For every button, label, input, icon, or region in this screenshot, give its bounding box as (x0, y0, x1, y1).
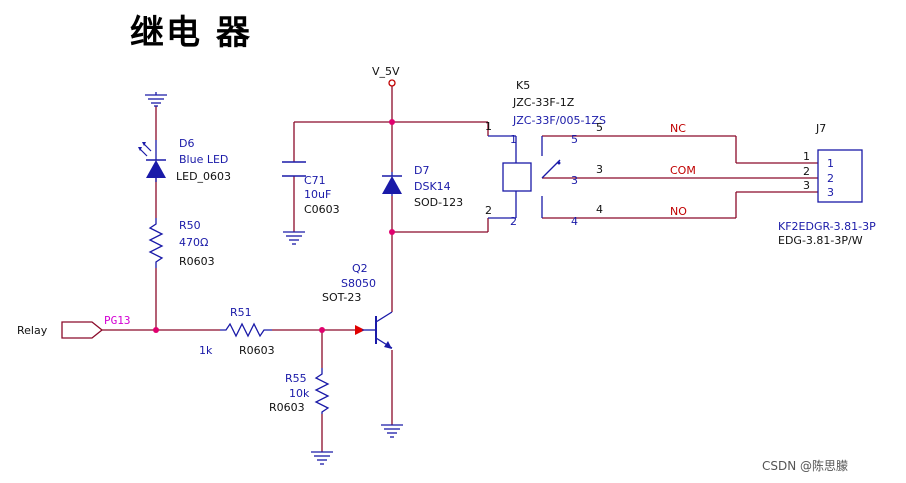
j7-pin: 3 (803, 179, 810, 192)
k5-pin: 5 (571, 133, 578, 146)
q2-ref: Q2 (352, 262, 368, 275)
input-name-label: Relay (17, 324, 48, 337)
resistor-icon (148, 218, 164, 268)
q2-value: S8050 (341, 277, 376, 290)
watermark: CSDN @陈思朦 (762, 458, 848, 473)
r50-ref: R50 (179, 219, 201, 232)
relay-body (488, 135, 561, 219)
resistor-icon (220, 322, 272, 338)
r55-package: R0603 (269, 401, 305, 414)
com-net-label: COM (670, 164, 696, 177)
led-symbol-icon (138, 140, 166, 182)
emitter-arrow-icon (384, 341, 392, 349)
r55-value: 10k (289, 387, 310, 400)
wires (102, 86, 818, 452)
page-title: 继电 器 (130, 13, 252, 53)
relay-k5: K5 JZC-33F-1Z JZC-33F/005-1ZS 1 1 2 2 5 … (485, 79, 696, 228)
r51-package: R0603 (239, 344, 275, 357)
no-net-label: NO (670, 205, 687, 218)
k5-package: JZC-33F/005-1ZS (512, 114, 606, 127)
nc-net-label: NC (670, 122, 686, 135)
power-port-icon (388, 79, 396, 87)
k5-pin: 2 (510, 215, 517, 228)
capacitor-c71: C71 10uF C0603 (282, 161, 340, 245)
j7-pin: 1 (827, 157, 834, 170)
k5-pin: 1 (485, 120, 492, 133)
c71-ref: C71 (304, 174, 326, 187)
junction-dot (319, 327, 325, 333)
k5-value: JZC-33F-1Z (512, 96, 575, 109)
junctions (153, 119, 395, 333)
d6-package: LED_0603 (176, 170, 231, 183)
connector-j7: J7 1 2 3 1 2 3 KF2EDGR-3.81-3P EDG-3.81-… (778, 122, 876, 247)
port-arrow-icon (61, 321, 104, 339)
r50-package: R0603 (179, 255, 215, 268)
ground-icon (381, 424, 403, 438)
j7-value: KF2EDGR-3.81-3P (778, 220, 876, 233)
d6-ref: D6 (179, 137, 194, 150)
j7-pin: 2 (827, 172, 834, 185)
d7-value: DSK14 (414, 180, 451, 193)
ground-icon (145, 92, 167, 107)
d6-value: Blue LED (179, 153, 228, 166)
relay-input-port: Relay PG13 (17, 314, 131, 339)
k5-pin: 3 (571, 174, 578, 187)
ground-icon (311, 451, 333, 465)
k5-ref: K5 (516, 79, 530, 92)
k5-pin: 1 (510, 133, 517, 146)
d7-package: SOD-123 (414, 196, 463, 209)
junction-dot (153, 327, 159, 333)
supply-v5v: V_5V (372, 65, 400, 87)
transistor-q2: Q2 S8050 SOT-23 (322, 262, 403, 438)
r50-value: 470Ω (179, 236, 208, 249)
resistor-icon (314, 368, 330, 414)
resistor-r51: R51 1k R0603 (199, 306, 275, 357)
resistor-r50: R50 470Ω R0603 (148, 218, 215, 268)
k5-pin: 3 (596, 163, 603, 176)
j7-pin: 2 (803, 165, 810, 178)
ground-icon (283, 231, 305, 245)
base-arrow-icon (355, 325, 365, 335)
relay-coil-icon (502, 162, 532, 192)
led-d6: D6 Blue LED LED_0603 (138, 92, 231, 183)
k5-pin: 4 (596, 203, 603, 216)
c71-value: 10uF (304, 188, 331, 201)
supply-label: V_5V (372, 65, 400, 78)
r51-ref: R51 (230, 306, 252, 319)
junction-dot (389, 119, 395, 125)
c71-package: C0603 (304, 203, 340, 216)
k5-pin: 2 (485, 204, 492, 217)
k5-pin: 4 (571, 215, 578, 228)
diode-icon (382, 176, 402, 194)
diode-d7: D7 DSK14 SOD-123 (382, 164, 463, 209)
j7-pin: 1 (803, 150, 810, 163)
j7-pin: 3 (827, 186, 834, 199)
q2-package: SOT-23 (322, 291, 361, 304)
r55-ref: R55 (285, 372, 307, 385)
relay-switch-icon (541, 159, 561, 179)
input-port-label: PG13 (104, 314, 131, 327)
d7-ref: D7 (414, 164, 429, 177)
resistor-r55: R55 10k R0603 (269, 368, 333, 465)
j7-package: EDG-3.81-3P/W (778, 234, 863, 247)
terminal-block-icon (817, 149, 863, 203)
junction-dot (389, 229, 395, 235)
k5-pin: 5 (596, 121, 603, 134)
j7-ref: J7 (815, 122, 826, 135)
r51-value: 1k (199, 344, 213, 357)
